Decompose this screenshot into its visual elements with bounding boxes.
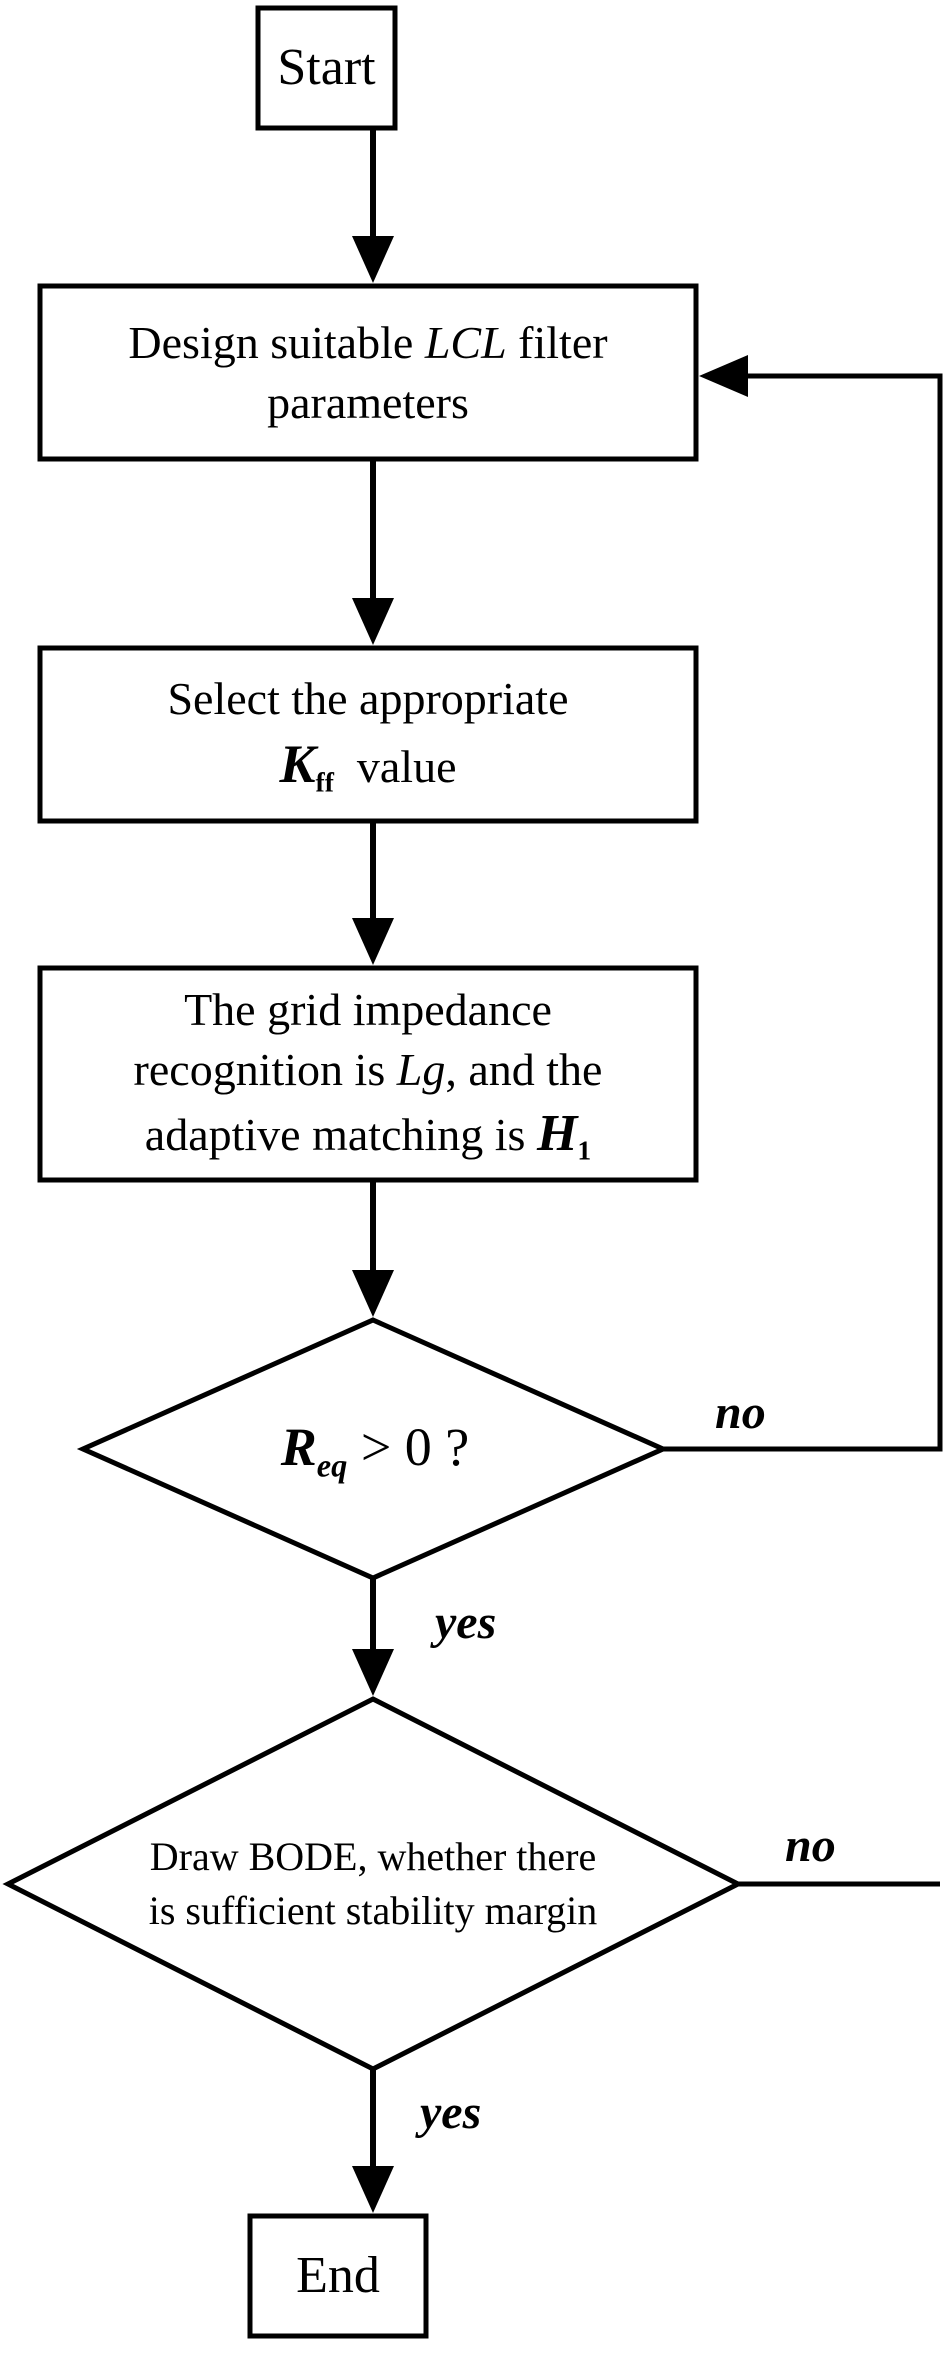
end-label: End bbox=[296, 2247, 380, 2305]
decision1-no-label: no bbox=[715, 1386, 766, 1439]
select-box bbox=[37, 645, 699, 824]
decision1-label: Req > 0 ? bbox=[280, 1417, 470, 1485]
arrow-design-to-select bbox=[352, 459, 394, 645]
grid-label: The grid impedance recognition is Lg, an… bbox=[133, 983, 603, 1166]
start-label: Start bbox=[277, 39, 376, 97]
decision2-yes-label: yes bbox=[420, 2086, 482, 2139]
select-label: Select the appropriate Kff value bbox=[167, 672, 569, 798]
end-box bbox=[247, 2213, 429, 2339]
decision1-yes-label: yes bbox=[435, 1596, 497, 1649]
start-box bbox=[255, 5, 398, 131]
arrow-decision1-to-decision2 bbox=[352, 1578, 394, 1696]
feedback-loop bbox=[663, 355, 943, 1887]
design-label: Design suitable LCL filter parameters bbox=[128, 316, 608, 428]
arrow-select-to-grid bbox=[352, 821, 394, 965]
arrow-decision2-to-end bbox=[352, 2069, 394, 2213]
arrow-grid-to-decision1 bbox=[352, 1180, 394, 1317]
decision2-no-label: no bbox=[785, 1819, 836, 1872]
grid-box bbox=[37, 965, 699, 1183]
decision2-label: Draw BODE, whether there is sufficient s… bbox=[148, 1834, 598, 1933]
arrow-start-to-design bbox=[352, 128, 394, 283]
design-box bbox=[37, 283, 699, 462]
